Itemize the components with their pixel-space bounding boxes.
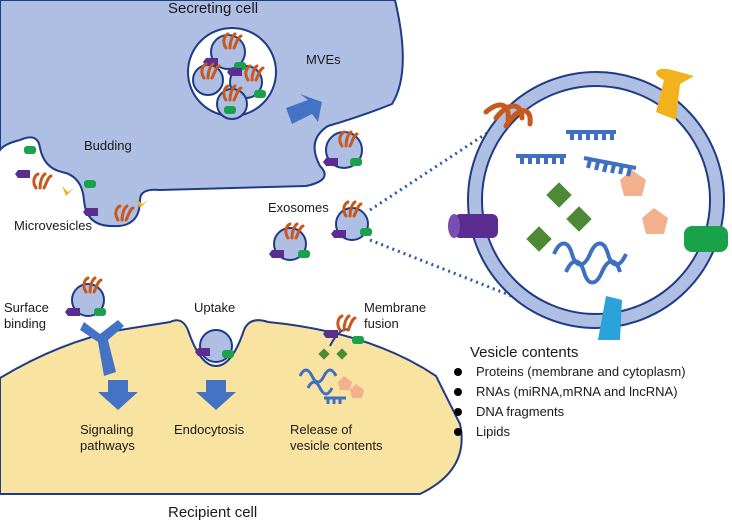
free-exosome-2 [269,222,310,261]
secreting-cell [0,0,404,228]
endocytosis-arrow [196,380,236,410]
zoomed-vesicle [448,68,728,340]
membrane-fusion-label-1: Membrane [364,300,427,315]
mves-label: MVEs [306,52,341,67]
membrane-fusion-label-2: fusion [364,316,399,331]
legend-item-dna: DNA fragments [454,402,686,422]
uptake-label: Uptake [194,300,236,315]
membrane-fusion-vesicle [298,314,364,404]
signaling-label-1: Signaling [80,422,134,437]
microvesicles-label: Microvesicles [14,218,93,233]
surface-binding-label-1: Surface [4,300,49,315]
release-label-1: Release of [290,422,353,437]
legend-item-rnas: RNAs (miRNA,mRNA and lncRNA) [454,382,686,402]
legend-item-lipids: Lipids [454,422,686,442]
release-label-2: vesicle contents [290,438,383,453]
exosomes-label: Exosomes [268,200,329,215]
legend-title: Vesicle contents [470,344,579,361]
recipient-cell-title: Recipient cell [168,504,258,521]
surface-binding-label-2: binding [4,316,46,331]
mve-body [187,27,277,120]
recipient-cell [0,319,463,495]
exocytosis-arrow [286,94,322,124]
legend-item-proteins: Proteins (membrane and cytoplasm) [454,362,686,382]
signaling-arrow [98,380,138,410]
surface-binding-vesicle [65,276,124,376]
signaling-label-2: pathways [80,438,135,453]
releasing-exosome [323,130,363,169]
uptake-vesicle [195,329,234,363]
secreting-cell-title: Secreting cell [168,0,259,17]
free-exosome-1 [331,200,372,241]
endocytosis-label: Endocytosis [174,422,245,437]
legend-list: Proteins (membrane and cytoplasm) RNAs (… [454,362,686,442]
budding-label: Budding [84,138,132,153]
